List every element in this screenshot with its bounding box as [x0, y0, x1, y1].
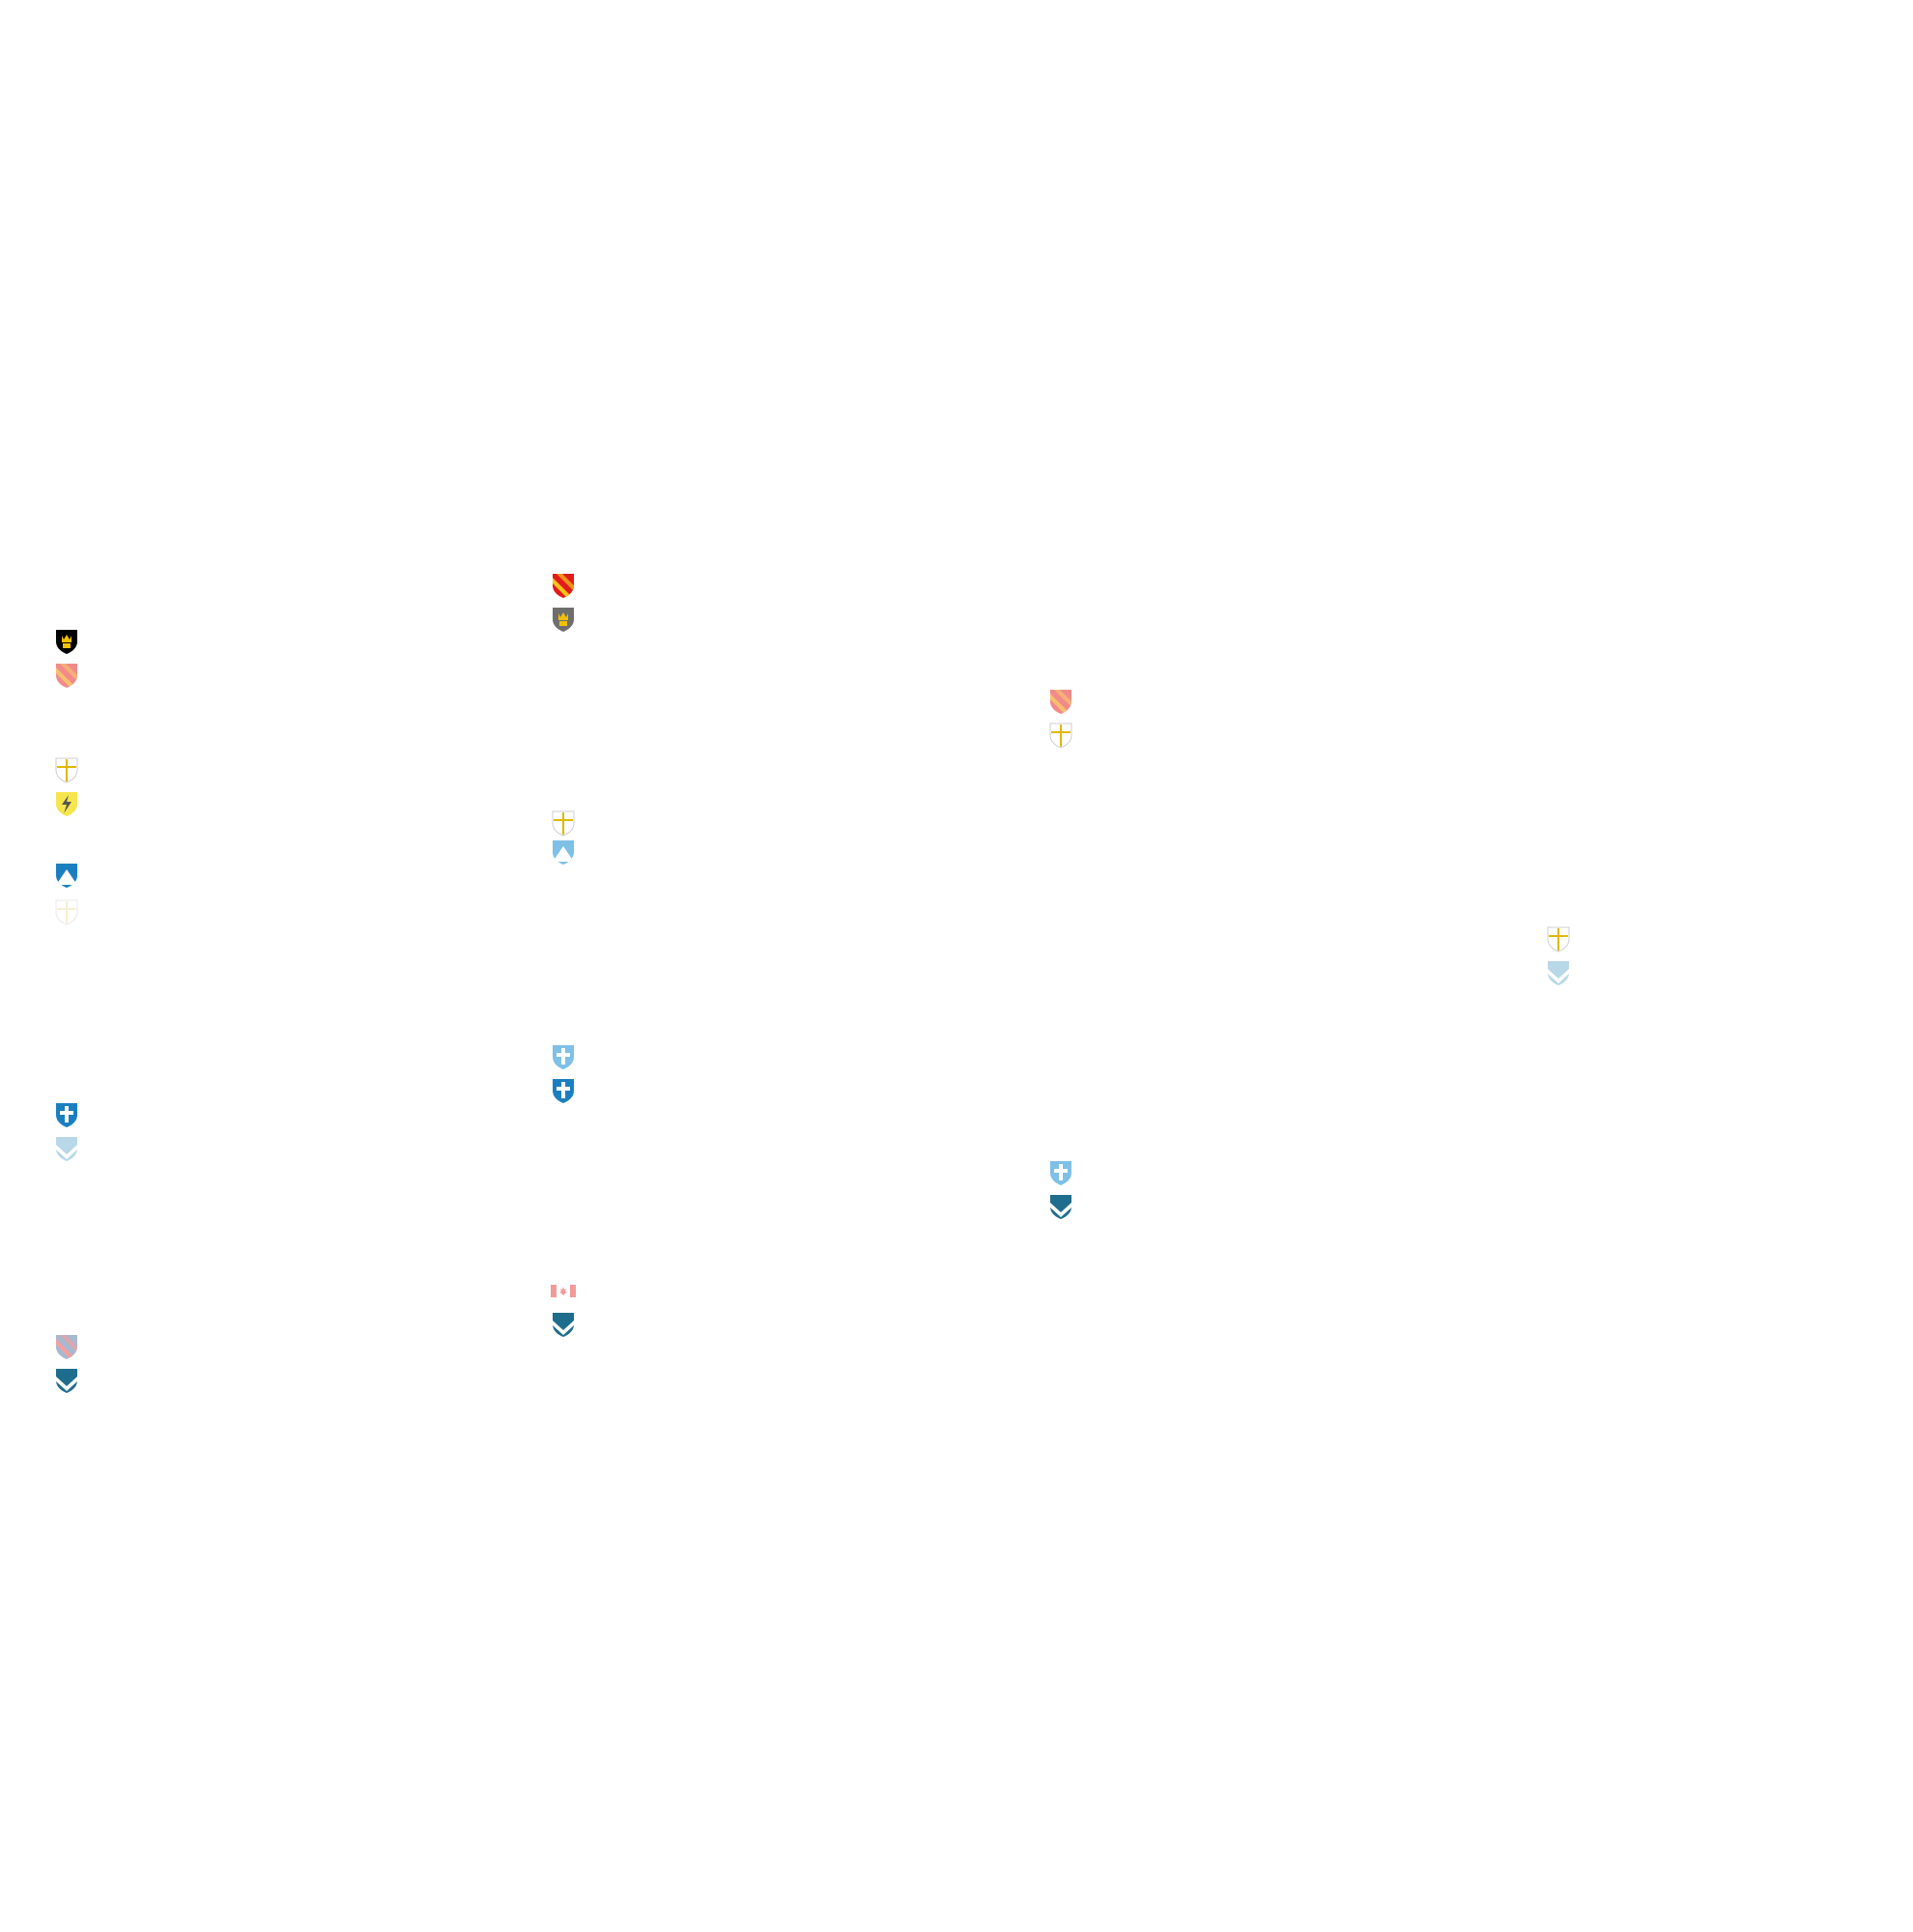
- cross-shield-faded-icon[interactable]: [54, 898, 79, 925]
- crown-shield-grey-icon[interactable]: [551, 606, 576, 633]
- chevron-shield-teal-icon[interactable]: [54, 1367, 79, 1394]
- cross-shield-lightblue-icon[interactable]: [1048, 1159, 1073, 1186]
- cross-shield-gold-icon[interactable]: [54, 756, 79, 783]
- maple-leaf-flag-icon[interactable]: [551, 1277, 576, 1304]
- lightning-shield-yellow-icon[interactable]: [54, 790, 79, 817]
- chevron-shield-teal-icon[interactable]: [551, 1311, 576, 1338]
- cross-shield-blue-icon[interactable]: [551, 1077, 576, 1104]
- mountain-shield-blue-icon[interactable]: [54, 862, 79, 889]
- stripes-shield-red-icon[interactable]: [551, 572, 576, 599]
- chevron-shield-teal-icon[interactable]: [1048, 1193, 1073, 1220]
- cross-shield-lightblue-icon[interactable]: [551, 1043, 576, 1070]
- cross-shield-blue-icon[interactable]: [54, 1101, 79, 1128]
- mountain-shield-lightblue-icon[interactable]: [551, 838, 576, 866]
- crown-shield-black-icon[interactable]: [54, 628, 79, 655]
- stripes-shield-pink-icon[interactable]: [54, 662, 79, 689]
- mixed-shield-grey-icon[interactable]: [54, 1333, 79, 1360]
- chevron-shield-lightblue-icon[interactable]: [54, 1135, 79, 1162]
- cross-shield-gold-icon[interactable]: [551, 810, 576, 837]
- cross-shield-gold-icon[interactable]: [1048, 722, 1073, 749]
- cross-shield-gold-icon[interactable]: [1546, 925, 1571, 952]
- chevron-shield-lightblue-icon[interactable]: [1546, 959, 1571, 986]
- stripes-shield-pink-icon[interactable]: [1048, 688, 1073, 715]
